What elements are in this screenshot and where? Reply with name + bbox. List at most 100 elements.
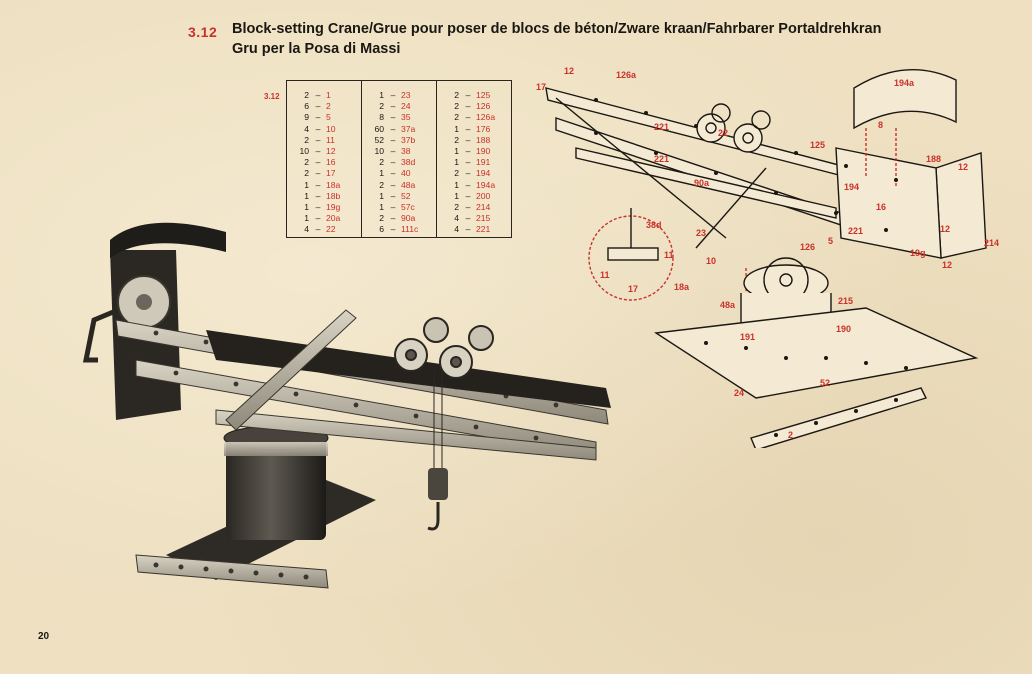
part-quantity: 1 xyxy=(454,190,459,201)
label-48a: 48a xyxy=(720,300,736,310)
label-12-c: 12 xyxy=(940,224,950,234)
part-number: 22 xyxy=(326,224,336,235)
part-quantity: 2 xyxy=(454,101,459,112)
label-221-b: 221 xyxy=(654,154,669,164)
parts-row: 2–194 xyxy=(437,168,511,179)
part-dash: – xyxy=(390,157,396,168)
parts-row: 2–1 xyxy=(287,90,361,101)
part-number: 57c xyxy=(401,201,415,212)
parts-row: 2–125 xyxy=(437,90,511,101)
part-quantity: 6 xyxy=(379,224,384,235)
part-dash: – xyxy=(465,101,471,112)
parts-row: 4–10 xyxy=(287,124,361,135)
part-quantity: 2 xyxy=(454,201,459,212)
part-quantity: 10 xyxy=(299,146,309,157)
parts-row: 9–5 xyxy=(287,112,361,123)
parts-row: 2–17 xyxy=(287,168,361,179)
parts-row: 1–40 xyxy=(362,168,436,179)
parts-row: 10–12 xyxy=(287,146,361,157)
crane-photo xyxy=(82,222,611,589)
part-number: 38 xyxy=(401,146,411,157)
label-221-c: 221 xyxy=(848,226,863,236)
page-title-line-2: Gru per la Posa di Massi xyxy=(232,41,401,57)
part-quantity: 1 xyxy=(454,146,459,157)
part-dash: – xyxy=(465,168,471,179)
part-dash: – xyxy=(315,201,321,212)
part-number: 23 xyxy=(401,90,411,101)
part-number: 214 xyxy=(476,201,491,212)
part-number: 194 xyxy=(476,168,491,179)
parts-row: 2–188 xyxy=(437,135,511,146)
part-number: 194a xyxy=(476,179,496,190)
part-dash: – xyxy=(390,134,396,145)
page-title-line-1: Block-setting Crane/Grue pour poser de b… xyxy=(232,21,882,37)
parts-row: 6–2 xyxy=(287,101,361,112)
part-number: 111c xyxy=(401,224,419,235)
part-dash: – xyxy=(390,101,396,112)
part-dash: – xyxy=(465,224,471,235)
part-dash: – xyxy=(465,157,471,168)
curved-plate xyxy=(110,222,226,258)
part-quantity: 8 xyxy=(379,112,384,123)
part-number: 24 xyxy=(401,101,411,112)
part-quantity: 1 xyxy=(304,179,309,190)
part-quantity: 2 xyxy=(304,157,309,168)
parts-row: 4–22 xyxy=(287,224,361,235)
parts-row: 2–24 xyxy=(362,101,436,112)
label-191: 191 xyxy=(740,332,755,342)
label-24: 24 xyxy=(734,388,744,398)
part-number: 18b xyxy=(326,190,341,201)
label-11-a: 11 xyxy=(600,270,610,280)
parts-row: 2–214 xyxy=(437,202,511,213)
part-dash: – xyxy=(390,123,396,134)
parts-row: 4–221 xyxy=(437,224,511,235)
label-190: 190 xyxy=(836,324,851,334)
part-quantity: 1 xyxy=(454,123,459,134)
part-number: 188 xyxy=(476,134,491,145)
hook-block xyxy=(428,468,448,500)
part-quantity: 6 xyxy=(304,101,309,112)
part-dash: – xyxy=(315,179,321,190)
part-dash: – xyxy=(315,224,321,235)
parts-row: 1–18b xyxy=(287,191,361,202)
part-quantity: 2 xyxy=(304,134,309,145)
part-number: 20a xyxy=(326,213,341,224)
part-dash: – xyxy=(390,201,396,212)
part-dash: – xyxy=(390,90,396,101)
parts-row: 10–38 xyxy=(362,146,436,157)
label-17-a: 17 xyxy=(536,82,546,92)
part-dash: – xyxy=(390,213,396,224)
label-12-d: 12 xyxy=(942,260,952,270)
part-quantity: 2 xyxy=(379,101,384,112)
parts-row: 2–16 xyxy=(287,157,361,168)
part-quantity: 1 xyxy=(304,190,309,201)
label-19g: 19g xyxy=(910,248,926,258)
label-214: 214 xyxy=(984,238,999,248)
label-22: 22 xyxy=(718,128,728,138)
parts-row: 2–48a xyxy=(362,180,436,191)
part-number: 200 xyxy=(476,190,491,201)
part-quantity: 2 xyxy=(454,134,459,145)
parts-row: 1–191 xyxy=(437,157,511,168)
part-number: 48a xyxy=(401,179,416,190)
part-dash: – xyxy=(390,168,396,179)
hook xyxy=(427,502,440,531)
part-quantity: 1 xyxy=(304,213,309,224)
label-221-a: 221 xyxy=(654,122,669,132)
label-90a: 90a xyxy=(694,178,710,188)
part-dash: – xyxy=(390,224,396,235)
part-dash: – xyxy=(465,123,471,134)
page-number: 20 xyxy=(38,631,50,642)
part-number: 5 xyxy=(326,112,331,123)
part-dash: – xyxy=(465,146,471,157)
part-number: 38d xyxy=(401,157,416,168)
part-quantity: 2 xyxy=(379,179,384,190)
part-number: 17 xyxy=(326,168,336,179)
part-number: 1 xyxy=(326,90,331,101)
part-quantity: 1 xyxy=(379,190,384,201)
parts-row: 1–20a xyxy=(287,213,361,224)
label-18a: 18a xyxy=(674,282,690,292)
part-number: 176 xyxy=(476,123,491,134)
part-quantity: 60 xyxy=(374,123,384,134)
